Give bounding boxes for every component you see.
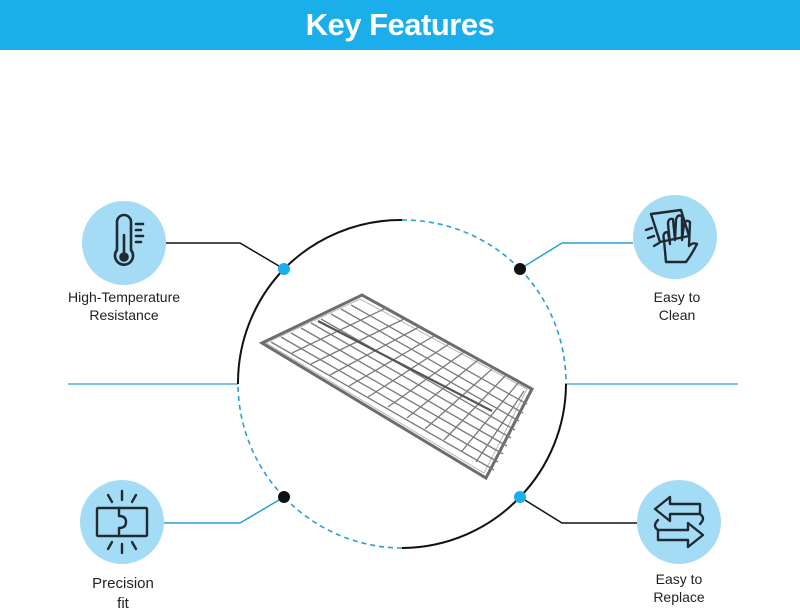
thermometer-icon [113, 213, 145, 266]
circle-arc-solid-top [283, 218, 403, 270]
feature-label-line1: Precision [92, 575, 154, 592]
circle-arc-solid-right [519, 383, 567, 498]
puzzle-fit-icon [95, 489, 149, 555]
circle-arc-dashed-bottom [283, 496, 403, 549]
connector-dot-bottom-right [514, 491, 526, 503]
circle-arc-solid-bottom [401, 496, 521, 549]
oven-rack-icon [258, 293, 535, 481]
feature-label-line2: Resistance [89, 307, 159, 323]
circle-arc-solid-left [236, 268, 285, 385]
feature-label-easy-clean: Easy to Clean [626, 288, 728, 324]
swap-arrows-icon [653, 495, 705, 549]
wipe-hand-icon [644, 208, 699, 264]
connector-bottom-right [519, 496, 637, 524]
connector-dot-top-right [514, 263, 526, 275]
feature-label-high-temp: High-Temperature Resistance [48, 288, 200, 324]
connector-dot-bottom-left [278, 491, 290, 503]
center-circle [236, 218, 567, 549]
connector-top-left [166, 242, 285, 270]
header-banner: Key Features [0, 0, 800, 50]
feature-label-line1: Easy to [653, 289, 701, 305]
circle-arc-dashed-top [401, 219, 521, 270]
feature-label-line1: High-Temperature [67, 289, 181, 305]
page-title: Key Features [305, 7, 495, 42]
feature-circle-easy-replace [637, 480, 721, 564]
connector-dot-top-left [278, 263, 290, 275]
circle-arc-dashed-left-bottom [237, 383, 285, 498]
feature-label-line2: fit [117, 595, 129, 612]
feature-label-line2: Replace [653, 589, 705, 605]
feature-label-precision-fit: Precision fit [72, 574, 174, 614]
feature-label-line2: Clean [658, 307, 696, 323]
connector-top-right [519, 242, 633, 270]
feature-label-line1: Easy to [655, 571, 703, 587]
circle-arc-dashed-right-top [519, 268, 567, 385]
feature-label-easy-replace: Easy to Replace [628, 570, 730, 606]
connector-bottom-left [164, 496, 285, 524]
feature-circle-precision-fit [80, 480, 164, 564]
